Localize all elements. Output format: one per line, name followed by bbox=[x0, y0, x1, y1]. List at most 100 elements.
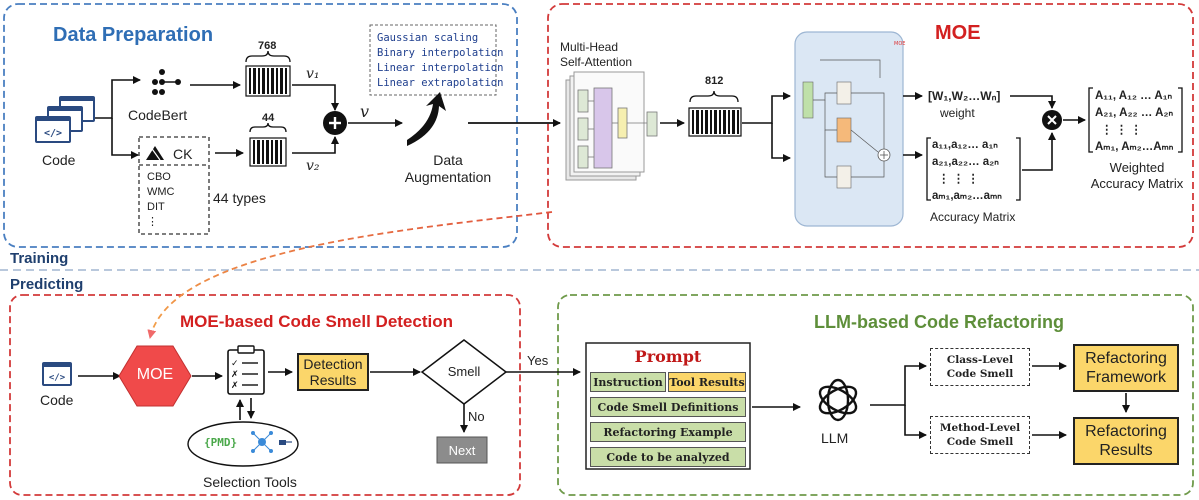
svg-text:</>: </> bbox=[49, 373, 66, 383]
class-level-box: Class-Level Code Smell bbox=[930, 348, 1030, 386]
yes-label: Yes bbox=[527, 353, 549, 368]
svg-text:✓: ✓ bbox=[231, 359, 239, 369]
refactoring-border bbox=[557, 294, 1194, 496]
refactoring-framework-box: Refactoring Framework bbox=[1073, 344, 1179, 392]
matrix-row: aₘ₁,aₘ₂…aₘₙ bbox=[932, 190, 1002, 202]
weighted-accuracy-label: Weighted Accuracy Matrix bbox=[1084, 160, 1190, 192]
code-files-icon: </> bbox=[35, 96, 95, 143]
example-cell: Refactoring Example bbox=[590, 422, 746, 442]
moe-experts-panel: MOE bbox=[794, 31, 905, 227]
next-box bbox=[436, 436, 488, 464]
refactoring-title: LLM-based Code Refactoring bbox=[814, 312, 1065, 332]
weighted-accuracy-matrix: A₁₁, A₁₂ … A₁ₙ A₂₁, A₂₂ … A₂ₙ ⋮ ⋮ ⋮ Aₘ₁,… bbox=[1095, 88, 1173, 156]
matrix-row: Aₘ₁, Aₘ₂…Aₘₙ bbox=[1095, 141, 1174, 153]
refactoring-results-line: Results bbox=[1099, 442, 1153, 459]
metric-item: DIT bbox=[147, 201, 165, 213]
types-label: 44 types bbox=[213, 190, 266, 206]
embedding-768-barcode bbox=[245, 65, 291, 97]
checklist-icon: ✓ ✗ ✗ bbox=[227, 345, 265, 395]
weight-label: weight bbox=[940, 106, 975, 120]
weight-vector: [W₁,W₂…Wₙ] bbox=[928, 89, 1001, 103]
ck-label: CK bbox=[173, 146, 193, 162]
selection-tools-label: Selection Tools bbox=[203, 474, 297, 490]
v1-label: v₁ bbox=[306, 66, 320, 82]
matrix-row: A₁₁, A₁₂ … A₁ₙ bbox=[1095, 90, 1173, 102]
metric-item: WMC bbox=[147, 186, 175, 198]
svg-text:✗: ✗ bbox=[231, 370, 239, 380]
class-level-line: Code Smell bbox=[946, 368, 1014, 380]
moe-hexagon bbox=[118, 345, 192, 407]
code-label: Code bbox=[42, 152, 76, 168]
svg-text:</>: </> bbox=[44, 128, 62, 139]
refactoring-framework-line: Refactoring bbox=[1085, 350, 1167, 367]
matrix-row: a₂₁,a₂₂… a₂ₙ bbox=[932, 156, 999, 168]
matrix-row: ⋮ ⋮ ⋮ bbox=[938, 173, 979, 185]
refactoring-framework-line: Framework bbox=[1085, 369, 1166, 386]
moe-border bbox=[547, 3, 1194, 248]
data-prep-title: Data Preparation bbox=[53, 24, 214, 46]
detection-code-label: Code bbox=[40, 392, 74, 408]
accuracy-matrix-label: Accuracy Matrix bbox=[930, 210, 1016, 224]
weighted-accuracy-label-line: Weighted bbox=[1109, 160, 1165, 175]
matrix-row: ⋮ ⋮ ⋮ bbox=[1101, 124, 1142, 136]
code-to-analyze-cell: Code to be analyzed bbox=[590, 447, 746, 467]
matrix-row: a₁₁,a₁₂… a₁ₙ bbox=[932, 139, 998, 151]
no-label: No bbox=[468, 409, 485, 424]
data-prep-border bbox=[3, 3, 518, 248]
definitions-cell: Code Smell Definitions bbox=[590, 397, 746, 417]
llm-label: LLM bbox=[821, 430, 849, 446]
detection-results-line: Results bbox=[309, 372, 357, 388]
predicting-label: Predicting bbox=[10, 276, 84, 293]
refactoring-results-box: Refactoring Results bbox=[1073, 417, 1179, 465]
method-level-line: Code Smell bbox=[946, 436, 1014, 448]
mhsa-label-line: Self-Attention bbox=[560, 55, 633, 69]
dim-812-label: 812 bbox=[705, 75, 724, 87]
augmentation-label-line: Augmentation bbox=[404, 169, 492, 185]
metric-item: CBO bbox=[147, 171, 171, 183]
v-label: v bbox=[360, 102, 370, 121]
detection-title: MOE-based Code Smell Detection bbox=[180, 312, 453, 331]
ck-metrics-list: CBO WMC DIT ⋮ bbox=[147, 170, 175, 230]
plugin-tool-icon bbox=[279, 440, 292, 445]
vector-812-barcode bbox=[688, 107, 742, 137]
code-window-icon-bottom: </> bbox=[42, 362, 72, 386]
aug-method: Linear extrapolation bbox=[377, 77, 504, 89]
codebert-label: CodeBert bbox=[128, 107, 188, 123]
method-level-box: Method-Level Code Smell bbox=[930, 416, 1030, 454]
augmentation-label: Data Augmentation bbox=[403, 152, 493, 186]
svg-text:MOE: MOE bbox=[894, 41, 905, 47]
augmentation-label-line: Data bbox=[433, 152, 463, 168]
dim-768-label: 768 bbox=[258, 40, 277, 52]
tool-results-cell: Tool Results bbox=[668, 372, 746, 392]
network-tool-icon bbox=[251, 431, 273, 453]
weighted-accuracy-label-line: Accuracy Matrix bbox=[1090, 176, 1184, 191]
augmentation-methods: Gaussian scaling Binary interpolation Li… bbox=[377, 31, 503, 91]
ck-44-barcode bbox=[249, 137, 287, 167]
detection-border bbox=[9, 294, 521, 496]
detection-results-line: Detection bbox=[303, 356, 363, 372]
llm-icon bbox=[818, 378, 858, 422]
moe-hexagon-label: MOE bbox=[136, 366, 174, 383]
instruction-cell: Instruction bbox=[590, 372, 666, 392]
refactoring-results-line: Refactoring bbox=[1085, 423, 1167, 440]
smell-label: Smell bbox=[447, 364, 481, 379]
method-level-line: Method-Level bbox=[939, 422, 1021, 434]
mhsa-label: Multi-Head Self-Attention bbox=[560, 40, 632, 70]
multi-head-attention-block bbox=[565, 71, 658, 181]
aug-method: Binary interpolation bbox=[377, 47, 504, 59]
training-label: Training bbox=[10, 250, 69, 267]
pmd-icon: {PMD} bbox=[204, 436, 238, 449]
codebert-icon bbox=[152, 69, 181, 95]
augmentation-arrow-icon bbox=[407, 92, 446, 146]
mhsa-label-line: Multi-Head bbox=[560, 40, 619, 54]
aug-method: Linear interpolation bbox=[377, 62, 504, 74]
accuracy-matrix: a₁₁,a₁₂… a₁ₙ a₂₁,a₂₂… a₂ₙ ⋮ ⋮ ⋮ aₘ₁,aₘ₂…… bbox=[932, 137, 1002, 205]
ck-icon bbox=[146, 145, 164, 161]
prompt-title: Prompt bbox=[634, 347, 702, 366]
matrix-row: A₂₁, A₂₂ … A₂ₙ bbox=[1095, 107, 1174, 119]
detection-results-box: Detection Results bbox=[297, 353, 369, 391]
moe-title: MOE bbox=[935, 22, 981, 44]
v2-label: v₂ bbox=[306, 158, 320, 174]
class-level-line: Class-Level bbox=[946, 354, 1014, 366]
